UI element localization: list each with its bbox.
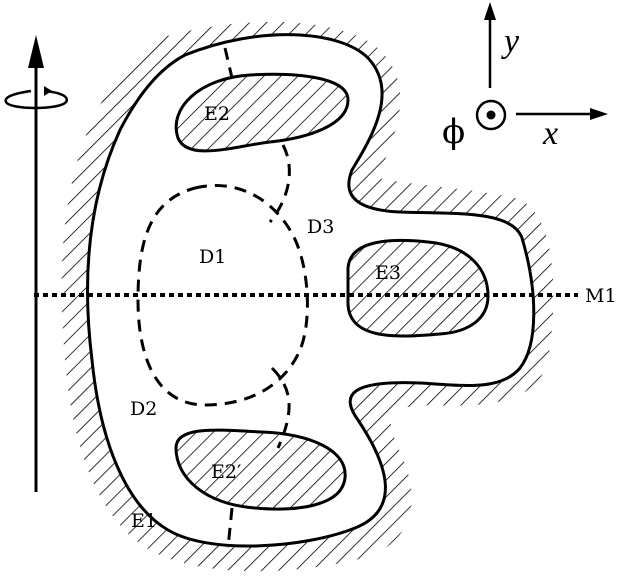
y-arrowhead-icon — [484, 2, 496, 20]
label-m1: M1 — [585, 285, 617, 307]
boundary-upper-d3 — [268, 144, 291, 223]
axis-label-x: x — [542, 115, 558, 152]
boundary-lower-d3 — [270, 366, 291, 449]
label-d1: D1 — [199, 246, 226, 268]
label-e3: E3 — [375, 262, 401, 284]
rotation-axis — [28, 35, 44, 492]
coordinate-frame — [475, 2, 608, 131]
label-e2: E2 — [204, 103, 230, 125]
out-of-plane-dot-icon — [486, 110, 496, 120]
dashed-boundaries — [136, 47, 309, 549]
island-e2 — [174, 72, 350, 153]
rotation-arrow-icon — [4, 86, 68, 110]
label-d2: D2 — [130, 398, 157, 420]
axis-label-y: y — [501, 23, 520, 60]
boundary-upper-top — [223, 47, 234, 79]
island-e3 — [346, 238, 490, 338]
island-e2-prime — [174, 428, 347, 511]
label-phi: ϕ — [442, 112, 465, 152]
axis-arrowhead-icon — [28, 35, 44, 68]
body-outline — [86, 33, 536, 548]
label-e2-prime: E2′ — [211, 461, 241, 483]
domain-d1-boundary — [136, 184, 309, 407]
boundary-lower-bottom — [226, 507, 234, 549]
x-arrowhead-icon — [590, 108, 608, 120]
label-e1: E1 — [131, 510, 157, 532]
label-d3: D3 — [307, 216, 334, 238]
